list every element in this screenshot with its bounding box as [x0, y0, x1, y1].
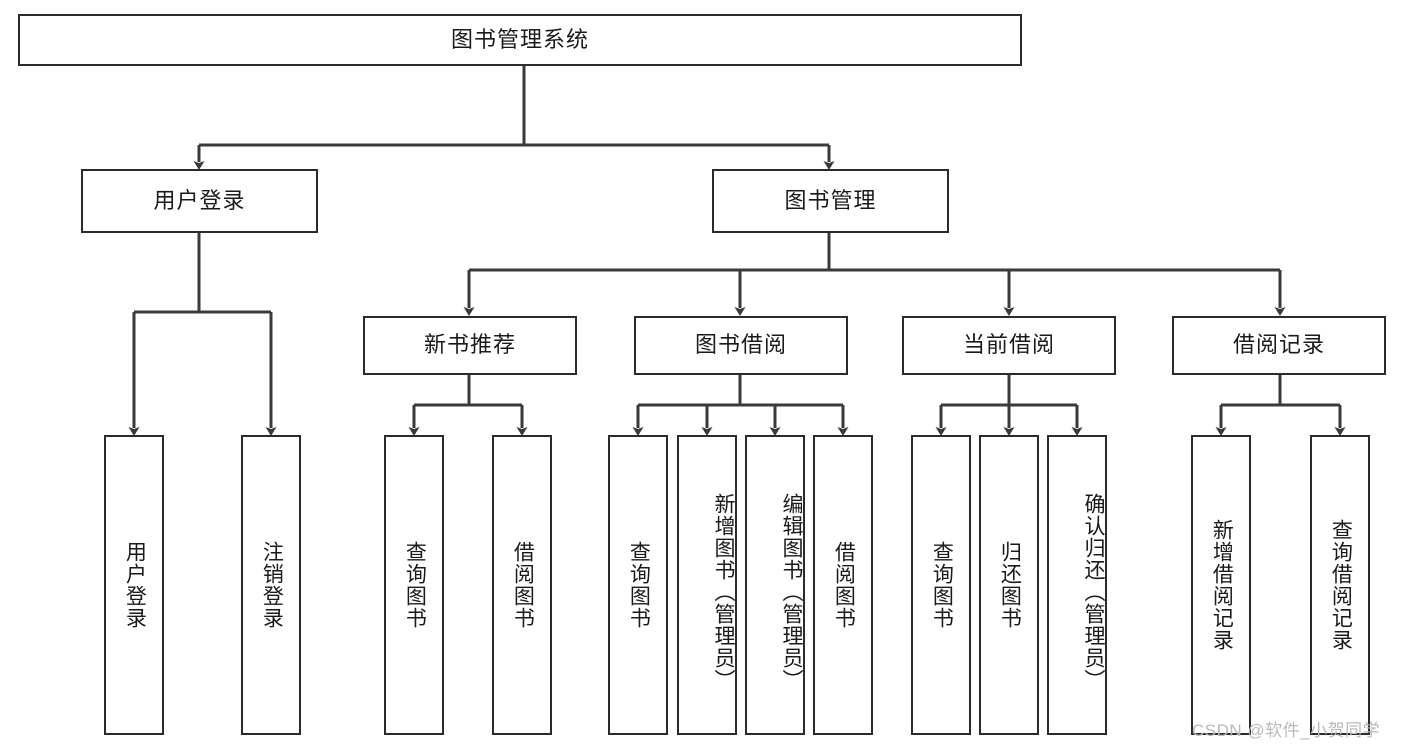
- node-leaf-confirm-return-admin-label: 确认归还（管理员）: [1082, 493, 1105, 691]
- node-leaf-query-book-1-label: 查询图书: [403, 541, 427, 629]
- node-leaf-query-borrow-record-label: 查询借阅记录: [1329, 519, 1353, 651]
- node-leaf-logout-login-label: 注销登录: [260, 541, 284, 629]
- node-root-label: 图书管理系统: [450, 26, 589, 52]
- node-leaf-confirm-return-admin[interactable]: 确认归还（管理员）: [1047, 435, 1107, 735]
- node-book-management[interactable]: 图书管理: [712, 169, 949, 233]
- node-leaf-query-book-1[interactable]: 查询图书: [384, 435, 444, 735]
- node-new-book-recommend-label: 新书推荐: [423, 332, 516, 358]
- node-book-borrow-label: 图书借阅: [694, 332, 787, 358]
- node-book-borrow[interactable]: 图书借阅: [634, 316, 848, 375]
- node-leaf-edit-book-admin-label: 编辑图书（管理员）: [780, 493, 803, 691]
- node-current-borrow-label: 当前借阅: [962, 332, 1055, 358]
- node-leaf-user-login-label: 用户登录: [123, 541, 147, 629]
- node-book-management-label: 图书管理: [784, 187, 877, 213]
- node-leaf-add-book-admin-label: 新增图书（管理员）: [712, 493, 735, 691]
- node-leaf-borrow-book-2-label: 借阅图书: [832, 541, 856, 629]
- node-leaf-query-book-2[interactable]: 查询图书: [608, 435, 668, 735]
- node-leaf-borrow-book-2[interactable]: 借阅图书: [813, 435, 873, 735]
- node-leaf-add-borrow-record[interactable]: 新增借阅记录: [1191, 435, 1251, 735]
- node-leaf-edit-book-admin[interactable]: 编辑图书（管理员）: [745, 435, 805, 735]
- node-user-login-label: 用户登录: [153, 187, 246, 213]
- node-leaf-query-book-2-label: 查询图书: [627, 541, 651, 629]
- node-borrow-record[interactable]: 借阅记录: [1172, 316, 1386, 375]
- node-leaf-borrow-book-1[interactable]: 借阅图书: [492, 435, 552, 735]
- node-new-book-recommend[interactable]: 新书推荐: [363, 316, 577, 375]
- node-root[interactable]: 图书管理系统: [18, 14, 1022, 66]
- node-leaf-return-book[interactable]: 归还图书: [979, 435, 1039, 735]
- node-leaf-add-book-admin[interactable]: 新增图书（管理员）: [677, 435, 737, 735]
- watermark: CSDN @软件_小贺同学: [1192, 721, 1381, 740]
- node-current-borrow[interactable]: 当前借阅: [902, 316, 1116, 375]
- node-leaf-return-book-label: 归还图书: [998, 541, 1022, 629]
- node-leaf-logout-login[interactable]: 注销登录: [241, 435, 301, 735]
- node-user-login[interactable]: 用户登录: [81, 169, 318, 233]
- node-borrow-record-label: 借阅记录: [1232, 332, 1325, 358]
- node-leaf-query-book-3-label: 查询图书: [930, 541, 954, 629]
- node-leaf-query-borrow-record[interactable]: 查询借阅记录: [1310, 435, 1370, 735]
- node-leaf-borrow-book-1-label: 借阅图书: [511, 541, 535, 629]
- node-leaf-query-book-3[interactable]: 查询图书: [911, 435, 971, 735]
- node-leaf-user-login[interactable]: 用户登录: [104, 435, 164, 735]
- node-leaf-add-borrow-record-label: 新增借阅记录: [1210, 519, 1234, 651]
